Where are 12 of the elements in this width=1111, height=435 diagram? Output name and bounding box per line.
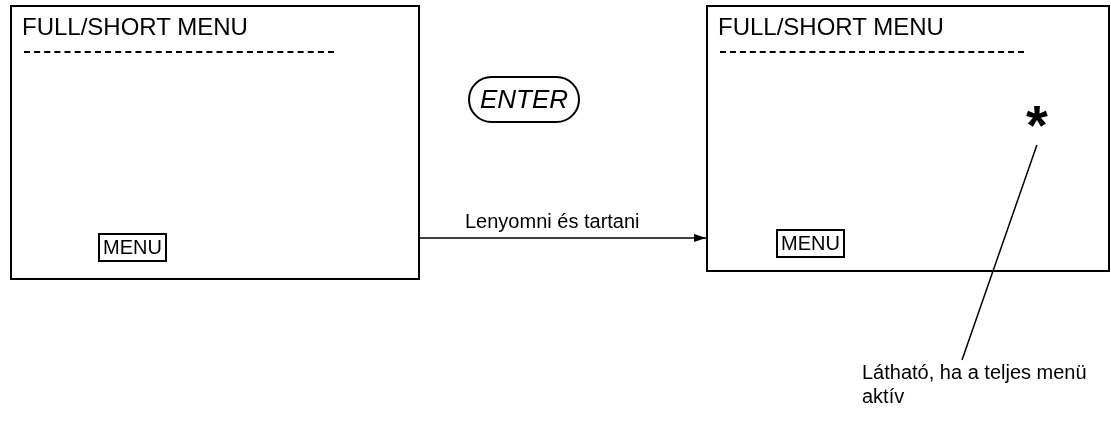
leader-line [961, 144, 1038, 361]
screen-frame [706, 5, 1110, 272]
menu-label: MENU [776, 229, 845, 258]
screen-frame [10, 5, 420, 280]
edge-label: Lenyomni és tartani [465, 210, 640, 233]
asterisk-mark: * [1026, 97, 1048, 153]
screen-title: FULL/SHORT MENU [718, 13, 944, 41]
screen-title: FULL/SHORT MENU [22, 13, 248, 41]
menu-label: MENU [98, 233, 167, 262]
enter-key: ENTER [468, 76, 581, 123]
arrow [419, 234, 707, 242]
note-text: Látható, ha a teljes menü aktív [862, 360, 1092, 408]
